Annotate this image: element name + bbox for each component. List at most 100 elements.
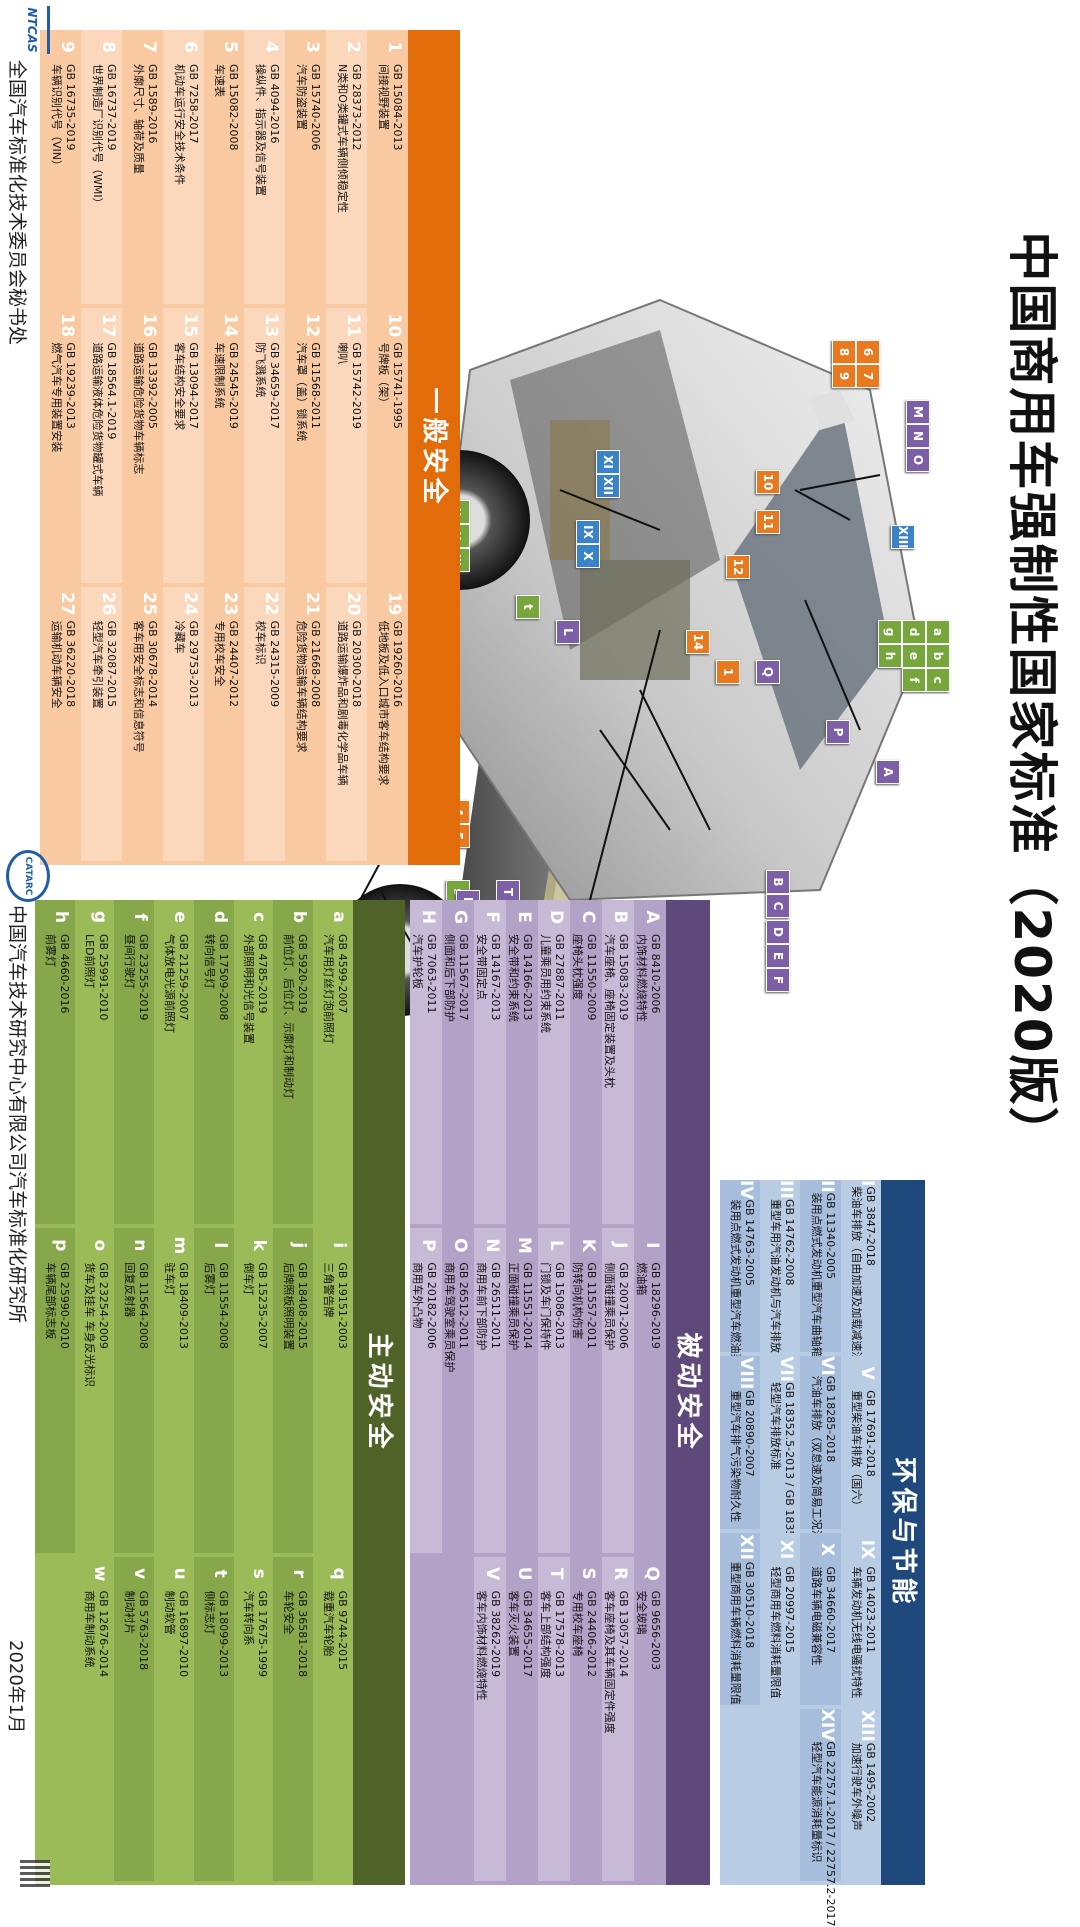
- standard-key: o: [90, 1239, 111, 1252]
- callout-badge: 6: [856, 340, 880, 364]
- standard-key: n: [130, 1239, 151, 1252]
- callout-badge: 10: [756, 470, 780, 494]
- standard-name: 客车灭火装置: [507, 1590, 520, 1657]
- standard-key: 24: [179, 591, 200, 616]
- standard-name: 校车标识: [254, 620, 268, 665]
- standard-code: GB 24407-2012: [227, 620, 241, 708]
- standard-code: GB 14023-2011: [864, 1566, 877, 1654]
- standard-code: GB 15742-2019: [350, 342, 364, 429]
- standard-code: GB 18409-2013: [177, 1262, 190, 1349]
- standard-code: GB 26512-2011: [457, 1262, 470, 1349]
- standard-code: GB 11564-2008: [137, 1262, 151, 1349]
- standard-code: GB 9744-2015: [336, 1590, 349, 1671]
- standard-name: 客车用安全标志和信息符号: [131, 620, 145, 753]
- standard-name: 前雾灯: [43, 934, 57, 967]
- standard-key: F: [482, 911, 502, 923]
- standard-key: 17: [97, 313, 118, 338]
- standard-name: 客车结构安全要求: [172, 342, 186, 431]
- standard-name: 制动衬片: [123, 1590, 137, 1635]
- standard-code: GB 5763-2018: [137, 1590, 151, 1671]
- standard-key: u: [170, 1567, 190, 1580]
- standard-name: 门锁及车门保持件: [539, 1262, 552, 1351]
- standard-name: 商用车前下部防护: [475, 1262, 488, 1351]
- standard-code: GB 34660-2017: [823, 1566, 837, 1654]
- standard-name: 重型柴油车排放（国六）: [850, 1390, 863, 1512]
- standard-name: 车辆尾部标志板: [43, 1262, 57, 1340]
- standard-name: 操纵件、指示器及信号装置: [254, 64, 268, 196]
- standard-code: GB 14762-2008: [783, 1198, 797, 1286]
- callout-badge: h: [878, 644, 902, 668]
- standard-key: 7: [138, 41, 159, 53]
- publish-date: 2020年1月: [5, 1640, 26, 1734]
- standard-code: GB 18564.1-2019: [104, 342, 118, 440]
- callout-badge: 7: [856, 364, 880, 388]
- standard-name: 汽油车排放（双怠速及简易工况法）: [809, 1375, 823, 1552]
- callout-badge: d: [902, 620, 926, 644]
- standard-code: GB 11568-2011: [309, 342, 323, 429]
- standard-key: t: [209, 1569, 230, 1578]
- standard-key: 20: [343, 591, 364, 616]
- standard-key: 1: [384, 41, 404, 53]
- standard-name: 柴油车排放（自由加速及加载减速法）: [850, 1186, 863, 1374]
- standard-key: 4: [261, 41, 282, 53]
- standard-code: GB 25991-2010: [97, 934, 111, 1021]
- standard-name: 机动车运行安全技术条件: [172, 64, 186, 185]
- standard-key: V: [857, 1366, 877, 1380]
- standard-name: 侧标志灯: [202, 1590, 216, 1635]
- standard-code: GB 18296-2019: [649, 1262, 662, 1349]
- standard-name: 低地板及低入口城市客车结构要求: [377, 620, 390, 786]
- standard-name: 重型车用汽油发动机与汽车排放: [769, 1198, 783, 1353]
- standard-code: GB 34655-2017: [521, 1590, 534, 1678]
- callout-badge: 12: [726, 555, 750, 579]
- standard-key: i: [329, 1242, 349, 1249]
- standard-key: 11: [343, 313, 364, 338]
- standard-code: GB 38262-2019: [489, 1590, 502, 1678]
- standard-code: GB 18099-2013: [216, 1590, 230, 1678]
- standard-key: p: [50, 1239, 71, 1252]
- callout-badge: XI: [596, 450, 620, 474]
- standard-key: s: [249, 1568, 270, 1579]
- standard-key: M: [514, 1236, 534, 1254]
- passive-safety-header: 被动安全: [666, 900, 710, 1885]
- standard-key: a: [329, 911, 349, 923]
- standard-code: GB 13094-2017: [186, 342, 200, 429]
- standard-key: 26: [97, 591, 118, 616]
- standard-name: 后雾灯: [202, 1262, 216, 1296]
